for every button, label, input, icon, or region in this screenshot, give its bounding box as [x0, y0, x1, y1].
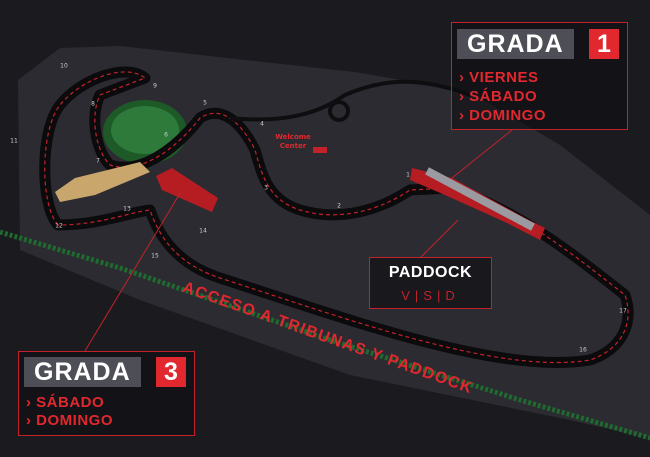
stand-3-number: 3 [156, 357, 186, 387]
paddock-pointer [419, 219, 459, 259]
welcome-center-label: Welcome Center [275, 133, 311, 150]
paddock-title: PADDOCK [388, 264, 473, 281]
service-road [229, 79, 471, 122]
paddock-building [425, 167, 535, 231]
turn-2-label: 2 [337, 202, 341, 210]
turn-14-label: 14 [199, 227, 207, 235]
stand-3-callout[interactable]: GRADA 3 › SÁBADO › DOMINGO [18, 351, 195, 436]
paddock-days: V|S|D [401, 288, 460, 303]
turn-6-label: 6 [164, 131, 168, 139]
turn-1-label: 1 [406, 171, 410, 179]
stand-3-pointer [84, 189, 183, 352]
turn-15-label: 15 [151, 252, 159, 260]
welcome-center-marker [313, 147, 327, 153]
stand-3-day: › DOMINGO [26, 412, 113, 429]
sand-trap [55, 162, 150, 202]
stand-3-title: GRADA [24, 357, 141, 387]
stand-1-day: › VIERNES [459, 69, 539, 86]
turn-4-label: 4 [260, 120, 264, 128]
stand-1-day: › SÁBADO [459, 88, 538, 105]
turn-13-label: 13 [123, 205, 131, 213]
turn-3-label: 3 [264, 184, 268, 192]
turn-5-label: 5 [203, 99, 207, 107]
turn-8-label: 8 [91, 100, 95, 108]
paddock-callout[interactable]: PADDOCK V|S|D [369, 257, 492, 309]
turn-16-label: 16 [579, 346, 587, 354]
stand-1-day: › DOMINGO [459, 107, 546, 124]
stand-3-building [156, 168, 218, 212]
roundabout [328, 100, 350, 122]
turn-9-label: 9 [153, 82, 157, 90]
turn-17-label: 17 [619, 307, 627, 315]
turn-10-label: 10 [60, 62, 68, 70]
stand-1-number: 1 [589, 29, 619, 59]
stand-1-building [410, 168, 545, 240]
stand-1-pointer [451, 129, 513, 179]
turn-11-label: 11 [10, 137, 18, 145]
hedge-border [0, 229, 650, 441]
stand-1-callout[interactable]: GRADA 1 › VIERNES › SÁBADO › DOMINGO [451, 22, 628, 130]
turn-7-label: 7 [96, 157, 100, 165]
stand-1-title: GRADA [457, 29, 574, 59]
stand-3-day: › SÁBADO [26, 394, 105, 411]
turn-12-label: 12 [55, 222, 63, 230]
